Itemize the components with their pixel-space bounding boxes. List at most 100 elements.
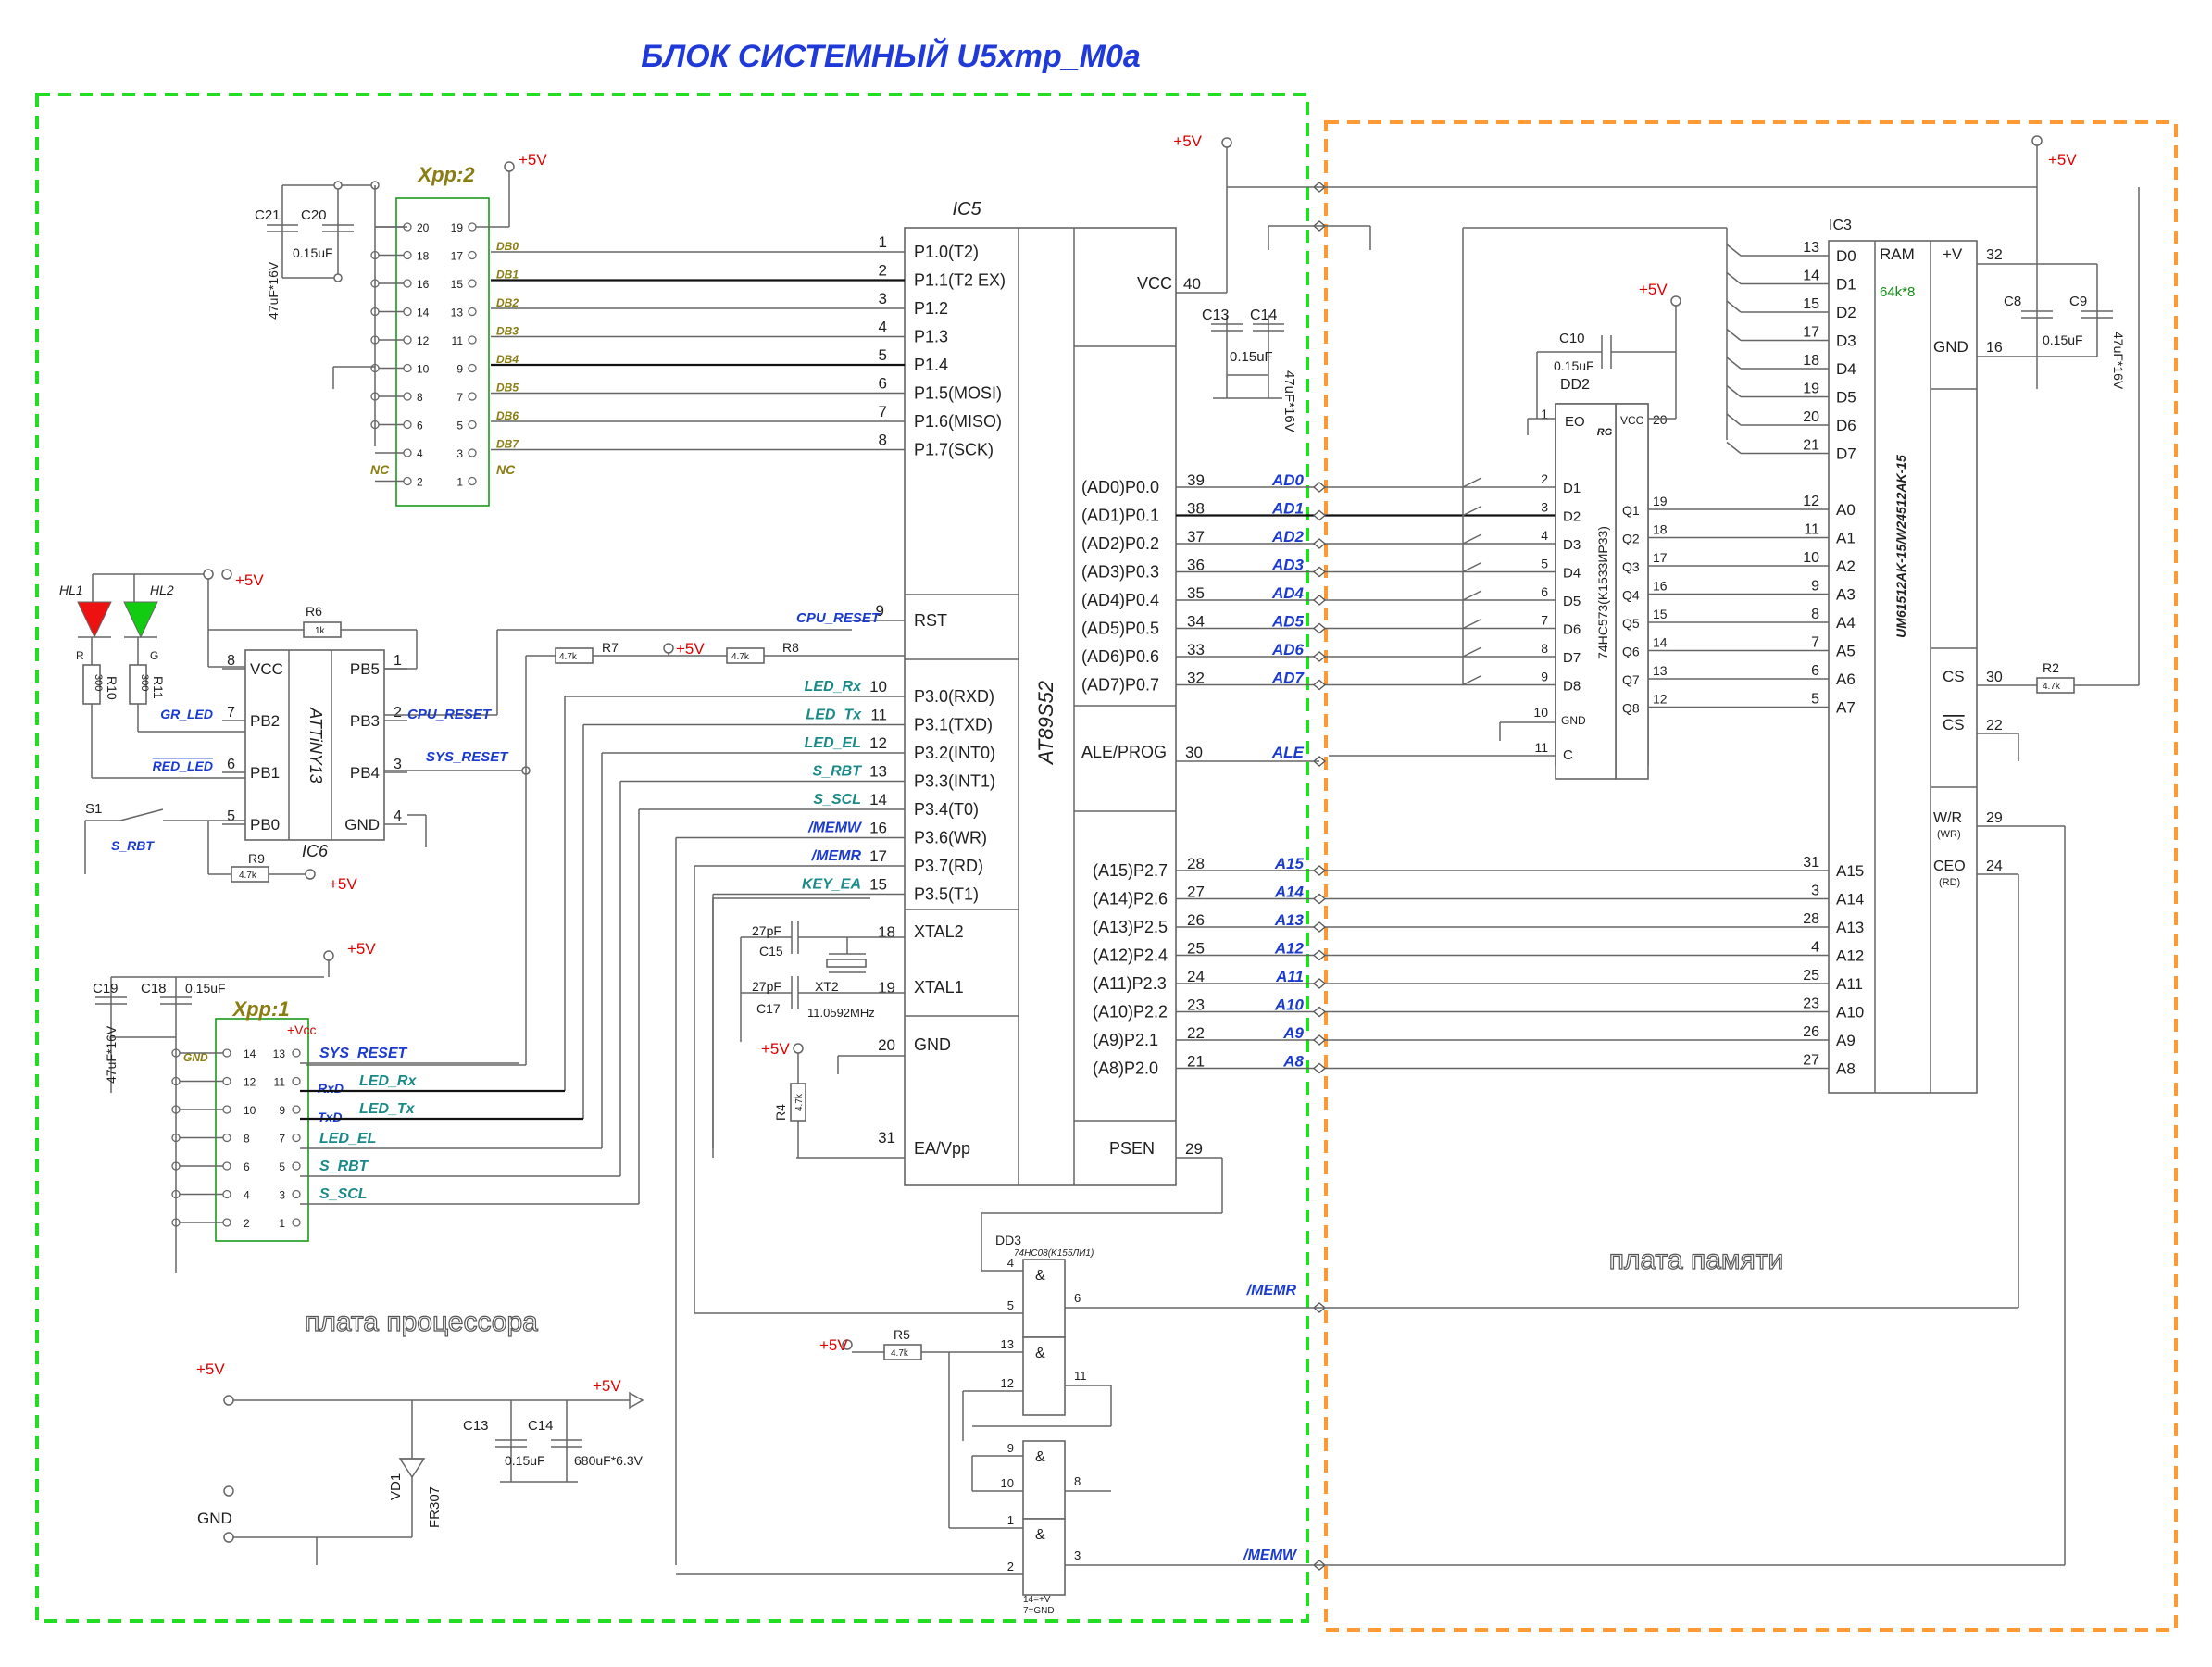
- ic5-power: +5V C13 C14 0.15uF 47uF*16V: [1173, 132, 2037, 432]
- ic5-p3-pin-label: P3.0(RXD): [914, 687, 994, 706]
- ic3-data-label: D6: [1836, 417, 1856, 434]
- ic5-p3-pin-num: 16: [869, 820, 887, 837]
- ic3-alow-label: A1: [1836, 530, 1856, 547]
- ic5-name: IC5: [952, 199, 981, 219]
- dd2-out-label: Q2: [1622, 532, 1640, 546]
- ic3-vplus-num: 32: [1986, 247, 2003, 263]
- ic3-data-tap: [1726, 413, 1742, 426]
- ic3-data-tap: [1726, 244, 1742, 257]
- xpp2-pin-right: [468, 420, 477, 430]
- xpp2-name: Xpp:2: [416, 163, 475, 186]
- dd2-tap: [1462, 477, 1482, 488]
- ic5-p3-pin-num: 15: [869, 876, 887, 894]
- xpp1-pin-num-left: 2: [244, 1217, 250, 1230]
- led-group: +5V HL1 HL2 R G 300 300 R10 R11 R6 1k S1: [59, 569, 418, 893]
- ic5-part: AT89S52: [1034, 681, 1057, 766]
- xpp2-pin-num-left: 14: [417, 307, 430, 320]
- dd3-gate: [1022, 1518, 1066, 1596]
- c10-value: 0.15uF: [1554, 358, 1594, 373]
- dd2-out-num: 13: [1653, 663, 1668, 678]
- dd2-out-num: 19: [1653, 494, 1668, 508]
- dd2-in-num: 8: [1541, 641, 1548, 656]
- ic6-pin-label: GND: [344, 816, 380, 834]
- ic3-alow-num: 11: [1804, 522, 1819, 538]
- dd2-name: DD2: [1560, 377, 1590, 393]
- ps-gnd-label: GND: [197, 1510, 232, 1527]
- ic3-data-label: D3: [1836, 332, 1856, 350]
- xpp2-pin-num-left: 8: [417, 391, 423, 404]
- ic3-ahigh-label: A10: [1836, 1004, 1864, 1022]
- dd3-pin-num: 4: [1007, 1256, 1014, 1270]
- ic5-p3-pin-label: P3.5(T1): [914, 885, 979, 904]
- xpp1-pin-right: [292, 1048, 301, 1058]
- dd2-tap: [1462, 646, 1482, 658]
- c17-value: 27pF: [752, 979, 781, 994]
- reset-wiring: CPU_RESET CPU_RESET SYS_RESET 4.7k R7 4.…: [306, 610, 905, 1066]
- ic5-p2-pin-num: 28: [1187, 855, 1205, 872]
- dd2-c-num: 11: [1534, 740, 1548, 755]
- ic5-ea-label: EA/Vpp: [914, 1139, 970, 1158]
- dd3-pin-num: 1: [1007, 1513, 1014, 1527]
- net-label: LED_Tx: [806, 708, 862, 723]
- ic6-pin-num: 5: [227, 808, 235, 824]
- dd2-in-num: 2: [1541, 471, 1548, 486]
- ic3-alow-label: A0: [1836, 501, 1856, 519]
- net-label: RED_LED: [153, 758, 213, 773]
- power-supply: +5V +5V VD1 FR307 C13 C14 0.15uF 680uF*6…: [196, 1360, 644, 1565]
- r7-power-label: +5V: [676, 640, 705, 658]
- r10-value: 300: [93, 674, 104, 691]
- connector-icon: [1312, 949, 1327, 961]
- xpp1-pin-left: [222, 1218, 231, 1227]
- xpp2-pin-right: [468, 476, 477, 486]
- dd3-gate-symbol: &: [1035, 1268, 1045, 1284]
- dd3-gate-symbol: &: [1035, 1346, 1045, 1361]
- ic6-pin-label: PB1: [250, 764, 280, 782]
- xpp2-pin-num-left: 20: [417, 221, 430, 234]
- ic3-cs-label: CS: [1943, 668, 1965, 685]
- hl1-color: R: [76, 649, 84, 662]
- net-ale: ALE: [1271, 744, 1305, 761]
- ic5-p2-pin-num: 24: [1187, 968, 1205, 985]
- c14b-label: C14: [528, 1418, 554, 1434]
- ic5-gnd-label: GND: [914, 1035, 951, 1054]
- net-label: AD2: [1271, 528, 1305, 545]
- dd2-in-label: D5: [1563, 594, 1581, 609]
- ic3-ahigh-num: 26: [1803, 1024, 1819, 1040]
- dd2-vcc-label: VCC: [1620, 414, 1644, 427]
- r7-value: 4.7k: [559, 652, 578, 662]
- c20-value: 0.15uF: [293, 245, 333, 260]
- ic5-p1-pin-label: P1.7(SCK): [914, 441, 994, 459]
- ic5-p0-pin-label: (AD2)P0.2: [1081, 534, 1159, 553]
- r9-value: 4.7k: [239, 871, 257, 881]
- xpp1-net-label: LED_Tx: [359, 1101, 416, 1117]
- ic3-wr-label: W/R: [1933, 810, 1962, 826]
- dd2-in-label: D8: [1563, 679, 1581, 695]
- ic5-p1-pin-num: 3: [879, 290, 887, 307]
- ic5-p3-pin-label: P3.1(TXD): [914, 716, 993, 734]
- r4-value: 4.7k: [794, 1093, 805, 1111]
- xpp2-pin-num-right: 7: [456, 391, 463, 404]
- ic5-xtal1-num: 19: [878, 979, 895, 996]
- page-title: БЛОК СИСТЕМНЫЙ U5xmp_M0a: [641, 38, 1141, 74]
- ic3-alow-num: 9: [1811, 579, 1819, 595]
- xpp2-pin-right: [468, 448, 477, 457]
- c18-label: C18: [141, 981, 167, 996]
- xpp1-pin-right: [292, 1076, 301, 1086]
- ic5-p0-pin-num: 32: [1187, 670, 1205, 687]
- net-label: /MEMR: [811, 848, 862, 864]
- c19-label: C19: [93, 981, 119, 996]
- c15-label: C15: [759, 944, 783, 959]
- c18-value: 0.15uF: [185, 981, 226, 996]
- r6-label: R6: [306, 604, 322, 619]
- xpp1-pin-left: [222, 1189, 231, 1199]
- ic5-microcontroller: IC5 AT89S52 1P1.0(T2)2P1.1(T2 EX)3P1.24P…: [491, 182, 1829, 1571]
- ic5-p1-pin-num: 8: [879, 432, 887, 449]
- dd3-gate-symbol: &: [1035, 1527, 1045, 1543]
- connector-icon: [1312, 622, 1327, 634]
- xpp1-net-label: LED_Rx: [359, 1073, 417, 1089]
- c14-top-value: 47uF*16V: [1281, 370, 1297, 432]
- processor-board-outline: [35, 93, 1309, 1623]
- ic5-xtal1-label: XTAL1: [914, 978, 964, 996]
- ic5-p2-pin-num: 25: [1187, 940, 1205, 958]
